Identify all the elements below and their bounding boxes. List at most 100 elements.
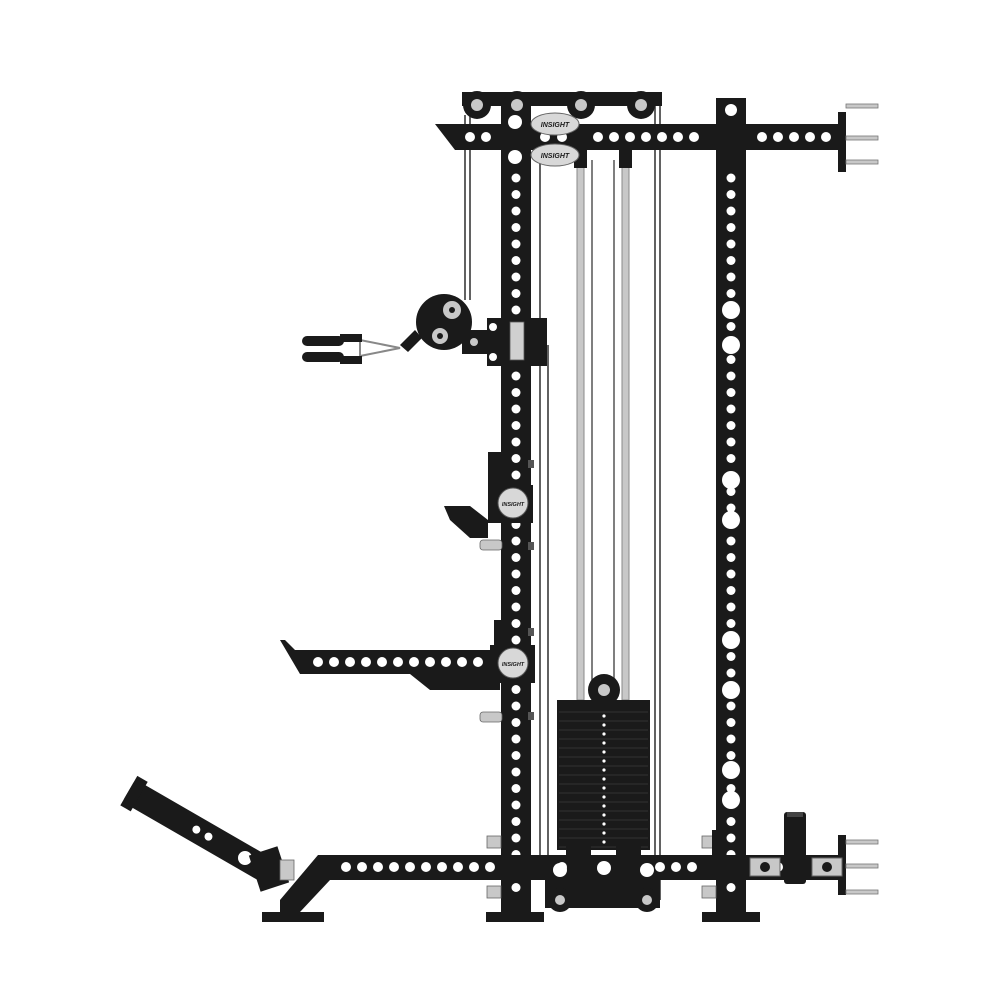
- upright-hole: [511, 437, 521, 447]
- weight-pin-hole: [602, 768, 606, 772]
- upright-hole: [511, 553, 521, 562]
- upright-hole: [511, 536, 521, 546]
- weight-pin-hole: [602, 822, 606, 826]
- pulley-icon: [588, 674, 620, 706]
- pulley-icon: [416, 294, 472, 350]
- weight-pin-hole: [602, 759, 606, 763]
- brand-label-jcup-lower: INSIGHT: [502, 662, 525, 668]
- upright-hole: [726, 173, 736, 183]
- upright-hole: [511, 800, 521, 810]
- upright-hole: [511, 586, 521, 595]
- pulley-icon: [463, 91, 655, 119]
- weight-pin-hole: [602, 804, 606, 808]
- upright-hole: [511, 883, 521, 892]
- brand-label-top: INSIGHT: [541, 122, 570, 129]
- upright-hole: [511, 289, 521, 298]
- upright-hole: [511, 602, 521, 612]
- upright-hole: [511, 305, 521, 315]
- upright-hole: [511, 817, 521, 826]
- upright-hole: [511, 734, 521, 744]
- upright-hole: [511, 470, 521, 480]
- upright-hole: [725, 104, 737, 116]
- upright-hole: [511, 371, 521, 381]
- weight-stack-icon: [557, 674, 650, 856]
- pulley-icon: [548, 888, 659, 912]
- upright-hole: [511, 619, 521, 628]
- upright-hole: [726, 388, 736, 397]
- upright-hole: [722, 631, 740, 649]
- guide-rods: [574, 150, 632, 701]
- cables: [464, 105, 661, 906]
- upright-hole: [722, 336, 740, 354]
- upright-hole: [511, 239, 521, 249]
- upright-hole: [726, 569, 736, 579]
- upright-hole: [726, 223, 736, 232]
- weight-pin-hole: [602, 777, 606, 781]
- upright-hole: [726, 421, 736, 430]
- upright-hole: [726, 553, 736, 562]
- upright-hole: [511, 173, 521, 183]
- upright-hole: [511, 685, 521, 694]
- upright-hole: [726, 206, 736, 216]
- upright-hole: [726, 668, 736, 678]
- upright-hole: [722, 791, 740, 809]
- weight-pin-hole: [602, 831, 606, 835]
- upright-hole: [511, 206, 521, 216]
- plate-storage-post: [784, 812, 806, 884]
- j-cup-icon: INSIGHT: [444, 452, 534, 551]
- wall-mount-top: [838, 103, 879, 172]
- upright-hole: [726, 883, 736, 892]
- upright-hole: [726, 190, 736, 199]
- upright-hole: [726, 404, 736, 414]
- brand-label-jcup-upper: INSIGHT: [502, 502, 525, 508]
- brand-label-top-2: INSIGHT: [541, 153, 570, 160]
- upright-hole: [726, 718, 736, 727]
- upright-hole: [511, 454, 521, 463]
- upright-hole: [722, 681, 740, 699]
- wall-mount-bottom: [749, 835, 879, 895]
- upright-hole: [726, 503, 736, 513]
- upright-hole: [726, 833, 736, 843]
- weight-pin-hole: [602, 732, 606, 736]
- weight-pin-hole: [602, 741, 606, 745]
- upright-hole: [726, 619, 736, 628]
- upright-hole: [726, 256, 736, 265]
- upright-hole: [511, 569, 521, 579]
- upright-hole: [511, 767, 521, 777]
- upright-hole: [511, 701, 521, 711]
- upright-rear: [702, 98, 760, 922]
- adjustable-pulley: [302, 294, 547, 366]
- upright-hole: [511, 718, 521, 727]
- weight-pin-hole: [602, 840, 606, 844]
- upright-hole: [511, 421, 521, 430]
- upright-hole: [726, 751, 736, 760]
- weight-pin-hole: [602, 714, 606, 718]
- upright-hole: [726, 289, 736, 298]
- upright-hole: [726, 487, 736, 496]
- top-pulley-assembly: INSIGHT INSIGHT: [462, 91, 662, 167]
- weight-pin-hole: [602, 786, 606, 790]
- upright-hole: [726, 586, 736, 595]
- weight-pin-hole: [602, 795, 606, 799]
- handle-icon: [302, 334, 362, 364]
- weight-pin-hole: [602, 723, 606, 727]
- upright-hole: [726, 536, 736, 546]
- upright-hole: [511, 833, 521, 843]
- upright-hole: [511, 784, 521, 793]
- upright-hole: [511, 388, 521, 397]
- upright-hole: [726, 701, 736, 711]
- bottom-pulleys: [486, 835, 717, 912]
- weight-pin-hole: [602, 750, 606, 754]
- upright-hole: [726, 437, 736, 447]
- upright-hole: [511, 190, 521, 199]
- upright-hole: [722, 301, 740, 319]
- landmine-icon: [120, 775, 295, 892]
- upright-hole: [726, 454, 736, 463]
- upright-hole: [511, 635, 521, 645]
- upright-hole: [511, 272, 521, 282]
- upright-hole: [726, 371, 736, 381]
- upright-hole: [726, 784, 736, 793]
- rear-upright-hardware: [712, 830, 720, 870]
- upright-hole: [511, 223, 521, 232]
- upright-hole: [726, 322, 736, 331]
